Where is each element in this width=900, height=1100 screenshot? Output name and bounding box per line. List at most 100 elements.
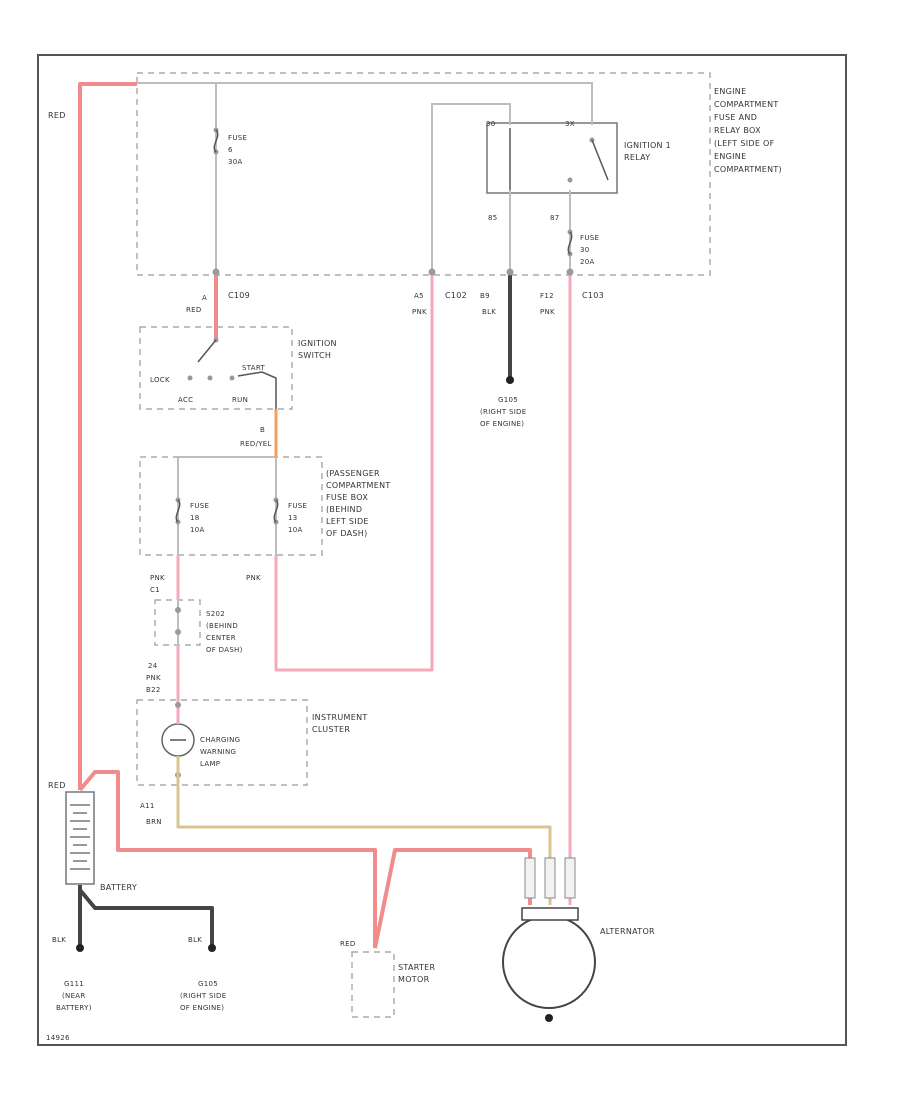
- ignition-relay-box: [486, 122, 618, 194]
- svg-text:30: 30: [580, 246, 590, 254]
- label-red-starter: RED: [340, 940, 356, 948]
- svg-text:18: 18: [190, 514, 200, 522]
- label-a5: A5: [414, 292, 424, 300]
- label-fuse-6: FUSE 6 30A: [228, 134, 247, 166]
- label-red-top: RED: [48, 111, 66, 120]
- svg-text:RELAY: RELAY: [624, 153, 651, 162]
- svg-text:MOTOR: MOTOR: [398, 975, 430, 984]
- svg-text:IGNITION: IGNITION: [298, 339, 337, 348]
- svg-text:(RIGHT SIDE: (RIGHT SIDE: [180, 992, 226, 1000]
- label-pnk-mid: PNK: [246, 574, 261, 582]
- diagram-frame: [37, 54, 847, 1046]
- svg-text:FUSE: FUSE: [580, 234, 599, 242]
- svg-text:20A: 20A: [580, 258, 595, 266]
- label-blk-2: BLK: [188, 936, 202, 944]
- label-pnk-left-pin: C1: [150, 586, 160, 594]
- svg-text:FUSE BOX: FUSE BOX: [326, 493, 368, 502]
- svg-text:SWITCH: SWITCH: [298, 351, 331, 360]
- ground-g111-icon: [76, 944, 84, 952]
- label-figure-id: 14926: [46, 1034, 70, 1042]
- label-fuse-13: FUSE 13 10A: [288, 502, 307, 534]
- label-b9-color: BLK: [482, 308, 496, 316]
- label-acc: ACC: [178, 396, 193, 404]
- wire-red-starter: [78, 770, 377, 948]
- svg-text:LAMP: LAMP: [200, 760, 220, 768]
- svg-text:COMPARTMENT: COMPARTMENT: [714, 100, 779, 109]
- battery-icon: [65, 791, 95, 885]
- label-engine-box: ENGINE COMPARTMENT FUSE AND RELAY BOX (L…: [714, 87, 782, 174]
- svg-text:FUSE: FUSE: [228, 134, 247, 142]
- label-run: RUN: [232, 396, 248, 404]
- label-fuse-30: FUSE 30 20A: [580, 234, 599, 266]
- label-pin-85: 85: [488, 214, 498, 222]
- label-g111: G111 (NEAR BATTERY): [56, 980, 91, 1012]
- label-pb-pin: B: [260, 426, 265, 434]
- wire-a5-internal: [431, 103, 511, 272]
- svg-text:6: 6: [228, 146, 233, 154]
- wire-red-main: [78, 82, 137, 790]
- svg-text:RELAY BOX: RELAY BOX: [714, 126, 761, 135]
- ground-g105-icon: [208, 944, 216, 952]
- label-cluster-pin: 24: [148, 662, 158, 670]
- wire-blk-batt2: [78, 888, 214, 945]
- label-relay-3x: 3X: [565, 120, 575, 128]
- label-sw-pin-a: A: [202, 294, 207, 302]
- label-red-batt: RED: [48, 781, 66, 790]
- label-ign-switch: IGNITION SWITCH: [298, 339, 337, 360]
- svg-text:10A: 10A: [288, 526, 303, 534]
- svg-text:WARNING: WARNING: [200, 748, 236, 756]
- fuse18-icon: [175, 497, 181, 525]
- svg-text:(PASSENGER: (PASSENGER: [326, 469, 380, 478]
- label-c109: C109: [228, 291, 250, 300]
- svg-text:OF ENGINE): OF ENGINE): [180, 1004, 224, 1012]
- label-a5-color: PNK: [412, 308, 427, 316]
- label-f12: F12: [540, 292, 554, 300]
- label-pb-wire: RED/YEL: [240, 440, 272, 448]
- charging-lamp-icon: [161, 715, 195, 785]
- svg-text:INSTRUMENT: INSTRUMENT: [312, 713, 368, 722]
- label-start: START: [242, 364, 266, 372]
- svg-text:G105: G105: [198, 980, 218, 988]
- svg-text:STARTER: STARTER: [398, 963, 436, 972]
- svg-text:OF DASH): OF DASH): [206, 646, 243, 654]
- wire-top-bus: [137, 82, 593, 125]
- label-starter: STARTER MOTOR: [398, 963, 436, 984]
- svg-text:(RIGHT SIDE: (RIGHT SIDE: [480, 408, 526, 416]
- ignition-switch-box: [139, 326, 293, 410]
- label-g105-engine: G105 (RIGHT SIDE OF ENGINE): [480, 396, 526, 428]
- label-lock: LOCK: [150, 376, 170, 384]
- svg-text:(NEAR: (NEAR: [62, 992, 86, 1000]
- ignition-switch-icon: [187, 337, 277, 409]
- label-f12-color: PNK: [540, 308, 555, 316]
- alternator-icon: [502, 857, 596, 1022]
- label-s202: S202 (BEHIND CENTER OF DASH): [206, 610, 243, 654]
- label-c103: C103: [582, 291, 604, 300]
- label-sw-red: RED: [186, 306, 202, 314]
- svg-text:G111: G111: [64, 980, 84, 988]
- svg-text:IGNITION 1: IGNITION 1: [624, 141, 671, 150]
- wire-pnk-a5: [274, 275, 434, 672]
- svg-text:FUSE: FUSE: [190, 502, 209, 510]
- label-lamp: CHARGING WARNING LAMP: [200, 736, 240, 768]
- svg-text:(BEHIND: (BEHIND: [326, 505, 362, 514]
- svg-text:(LEFT SIDE OF: (LEFT SIDE OF: [714, 139, 775, 148]
- svg-text:CENTER: CENTER: [206, 634, 236, 642]
- fuse30-icon: [567, 229, 573, 257]
- label-b9: B9: [480, 292, 490, 300]
- label-fuse-18: FUSE 18 10A: [190, 502, 209, 534]
- label-a11-color: BRN: [146, 818, 162, 826]
- svg-text:FUSE AND: FUSE AND: [714, 113, 757, 122]
- svg-text:COMPARTMENT): COMPARTMENT): [714, 165, 782, 174]
- svg-text:(BEHIND: (BEHIND: [206, 622, 238, 630]
- svg-text:CLUSTER: CLUSTER: [312, 725, 350, 734]
- svg-text:30A: 30A: [228, 158, 243, 166]
- relay-switch-icon: [509, 128, 609, 190]
- svg-text:OF ENGINE): OF ENGINE): [480, 420, 524, 428]
- starter-motor-box: [351, 951, 395, 1018]
- label-relay-30: 30: [486, 120, 496, 128]
- instrument-cluster-box: [136, 699, 308, 786]
- svg-text:OF DASH): OF DASH): [326, 529, 368, 538]
- engine-fuse-box: [136, 72, 711, 276]
- svg-text:G105: G105: [498, 396, 518, 404]
